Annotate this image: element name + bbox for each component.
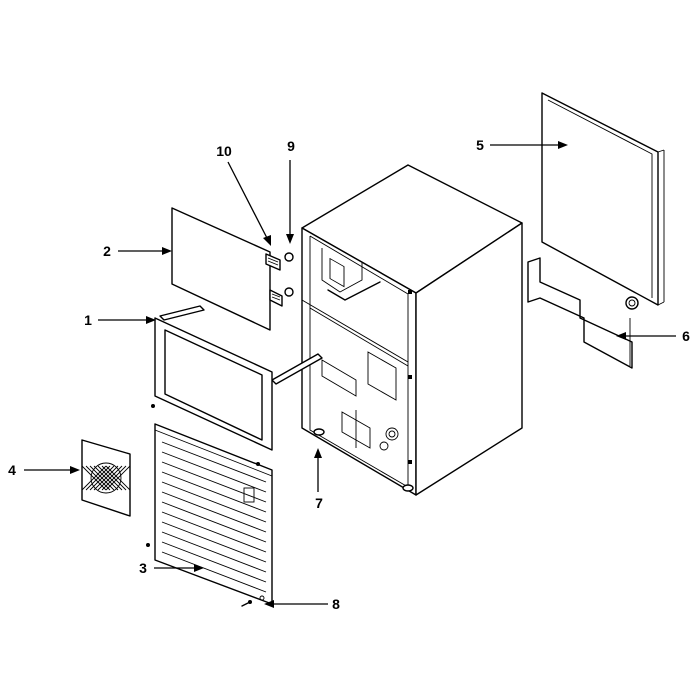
filter-mesh xyxy=(81,465,131,491)
grille-slat xyxy=(161,491,267,533)
callout-5: 5 xyxy=(476,137,484,153)
callout-8: 8 xyxy=(332,596,340,612)
grille-slats xyxy=(161,441,267,593)
grille-slat xyxy=(161,501,267,543)
callout-1: 1 xyxy=(84,312,92,328)
back-panel xyxy=(541,92,665,306)
grille-slat xyxy=(161,441,267,483)
callout-10: 10 xyxy=(216,143,232,159)
mesh-line xyxy=(101,465,127,491)
knobs xyxy=(284,252,294,297)
grille-slat xyxy=(161,461,267,503)
cabinet xyxy=(271,164,523,496)
callout-arrows xyxy=(24,141,676,608)
callout-6: 6 xyxy=(682,328,690,344)
mesh-line xyxy=(105,465,131,491)
screw xyxy=(241,600,252,607)
grille-slat xyxy=(161,481,267,523)
front-grille xyxy=(146,423,273,605)
callout-7: 7 xyxy=(315,495,323,511)
callout-labels: 1 2 3 4 5 6 7 8 9 10 xyxy=(8,137,690,612)
grille-slat xyxy=(161,511,267,553)
grille-slat xyxy=(161,521,267,563)
callout-9: 9 xyxy=(287,138,295,154)
grille-slat xyxy=(161,471,267,513)
air-filter xyxy=(81,439,131,517)
front-panel xyxy=(171,207,271,331)
grille-slat xyxy=(161,551,267,593)
clips xyxy=(265,253,283,307)
mesh-line xyxy=(97,465,123,491)
grille-slat xyxy=(161,541,267,583)
callout-2: 2 xyxy=(103,243,111,259)
callout-4: 4 xyxy=(8,462,16,478)
grille-slat xyxy=(161,451,267,493)
grille-slat xyxy=(161,531,267,573)
callout-3: 3 xyxy=(139,560,147,576)
mesh-line xyxy=(93,465,119,491)
side-panel xyxy=(527,257,639,369)
door-frame xyxy=(151,305,273,451)
